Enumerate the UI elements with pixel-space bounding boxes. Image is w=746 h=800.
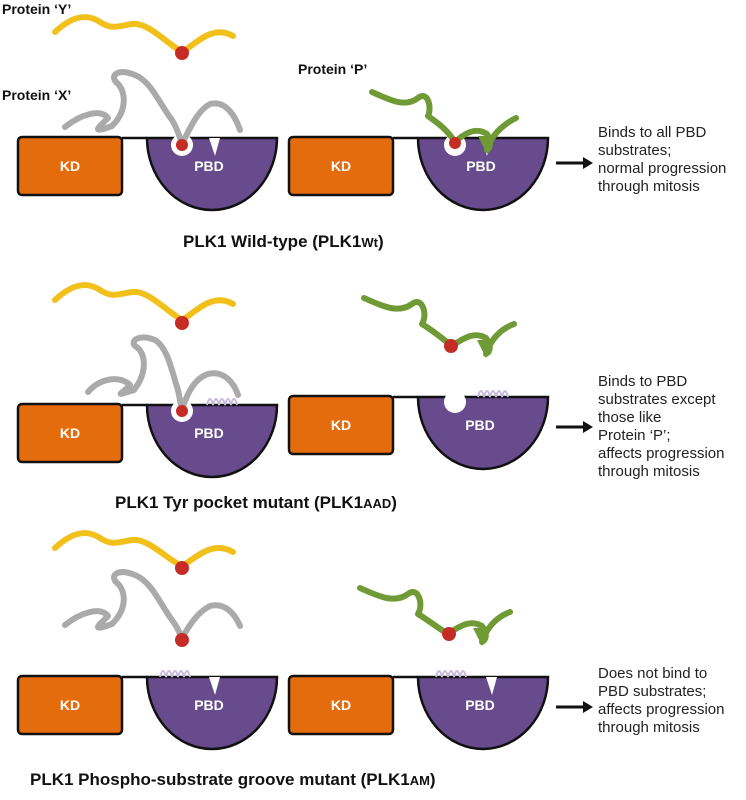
panel-1-description: Binds to all PBD substrates; normal prog… bbox=[598, 124, 726, 196]
kd-label: KD bbox=[60, 697, 80, 713]
panel-2-description: Binds to PBD substrates except those lik… bbox=[598, 373, 724, 481]
title-end: ) bbox=[429, 770, 436, 789]
protein-p-phospho-site bbox=[442, 627, 456, 641]
kd-label: KD bbox=[60, 425, 80, 441]
panel-3-title: PLK1 Phospho-substrate groove mutant (PL… bbox=[30, 770, 436, 790]
panel-2-title: PLK1 Tyr pocket mutant (PLK1AAD) bbox=[115, 493, 397, 513]
protein-y-phospho-site bbox=[175, 316, 189, 330]
title-subscript: AM bbox=[409, 773, 430, 788]
title-main: PLK1 Tyr pocket mutant (PLK1 bbox=[115, 493, 364, 512]
pbd-domain bbox=[416, 675, 550, 751]
protein-y-label: Protein ‘Y’ bbox=[2, 1, 71, 17]
mutated-groove bbox=[435, 670, 467, 678]
protein-y-strand bbox=[52, 530, 236, 569]
description-line: affects progression bbox=[598, 701, 725, 718]
title-main: PLK1 Phospho-substrate groove mutant (PL… bbox=[30, 770, 410, 789]
protein-y-strand bbox=[52, 14, 236, 55]
description-line: PBD substrates; bbox=[598, 683, 707, 700]
pbd-domain bbox=[416, 395, 550, 471]
description-line: substrates except bbox=[598, 391, 716, 408]
mutated-groove bbox=[206, 398, 238, 406]
protein-p-phospho-site bbox=[444, 339, 458, 353]
description-line: normal progression bbox=[598, 160, 727, 177]
phospho-groove bbox=[209, 138, 220, 156]
kd-domain bbox=[16, 135, 124, 197]
pbd-label: PBD bbox=[194, 425, 224, 441]
protein-x-strand bbox=[62, 569, 243, 641]
title-subscript: Wt bbox=[361, 235, 378, 250]
description-line: through mitosis bbox=[598, 178, 700, 195]
kd-domain bbox=[287, 674, 395, 736]
protein-x-phospho-site bbox=[175, 633, 189, 647]
protein-y-phospho-site bbox=[175, 561, 189, 575]
protein-x-phospho-site bbox=[176, 405, 188, 417]
mutated-groove bbox=[159, 670, 191, 678]
result-arrowhead bbox=[583, 157, 593, 169]
title-main: PLK1 Wild-type (PLK1 bbox=[183, 232, 362, 251]
description-line: affects progression bbox=[598, 445, 725, 462]
pbd-domain bbox=[145, 675, 279, 751]
pbd-domain bbox=[416, 136, 550, 212]
protein-y-phospho-site bbox=[175, 46, 189, 60]
protein-x-strand bbox=[85, 334, 241, 413]
description-line: through mitosis bbox=[598, 719, 700, 736]
kd-label: KD bbox=[331, 417, 351, 433]
protein-y-strand bbox=[52, 282, 236, 323]
title-subscript: AAD bbox=[363, 496, 392, 511]
mutated-groove bbox=[477, 390, 509, 398]
panel-3-description: Does not bind to PBD substrates; affects… bbox=[598, 665, 724, 737]
kd-label: KD bbox=[60, 158, 80, 174]
panel-1-title: PLK1 Wild-type (PLK1Wt) bbox=[183, 232, 384, 252]
description-line: substrates; bbox=[598, 142, 672, 159]
protein-p-anchor bbox=[477, 340, 495, 358]
description-line: Protein ‘P’; bbox=[598, 427, 671, 444]
description-line: Binds to all PBD bbox=[598, 124, 707, 141]
kd-domain bbox=[287, 394, 395, 456]
kd-domain bbox=[16, 674, 124, 736]
phospho-groove bbox=[486, 677, 497, 695]
kd-domain bbox=[287, 135, 395, 197]
description-line: those like bbox=[598, 409, 662, 426]
pbd-label: PBD bbox=[465, 417, 495, 433]
protein-p-anchor bbox=[473, 628, 491, 646]
title-end: ) bbox=[377, 232, 384, 251]
result-arrowhead bbox=[583, 701, 593, 713]
kd-label: KD bbox=[331, 158, 351, 174]
panel-wild-type: KD PBD KD PBD bbox=[16, 14, 593, 212]
pbd-label: PBD bbox=[194, 697, 224, 713]
description-line: through mitosis bbox=[598, 463, 700, 480]
protein-p-phospho-site bbox=[449, 137, 461, 149]
protein-p-label: Protein ‘P’ bbox=[298, 61, 367, 77]
pbd-label: PBD bbox=[465, 697, 495, 713]
tyr-pocket bbox=[444, 391, 466, 413]
protein-p-anchor bbox=[478, 136, 496, 154]
protein-x-label: Protein ‘X’ bbox=[2, 87, 71, 103]
title-end: ) bbox=[391, 493, 397, 512]
pbd-domain bbox=[145, 403, 279, 479]
protein-x-strand bbox=[62, 69, 243, 147]
pbd-label: PBD bbox=[194, 158, 224, 174]
protein-x-phospho-site bbox=[176, 139, 188, 151]
phospho-groove bbox=[209, 677, 220, 695]
kd-label: KD bbox=[331, 697, 351, 713]
pbd-domain bbox=[145, 136, 279, 212]
description-line: Binds to PBD bbox=[598, 373, 688, 390]
panel-groove-mutant: KD PBD KD PBD bbox=[16, 530, 593, 751]
kd-domain bbox=[16, 402, 124, 464]
panel-tyr-pocket-mutant: KD PBD KD PBD bbox=[16, 282, 593, 479]
pbd-label: PBD bbox=[466, 158, 496, 174]
description-line: Does not bind to bbox=[598, 665, 708, 682]
result-arrowhead bbox=[583, 421, 593, 433]
